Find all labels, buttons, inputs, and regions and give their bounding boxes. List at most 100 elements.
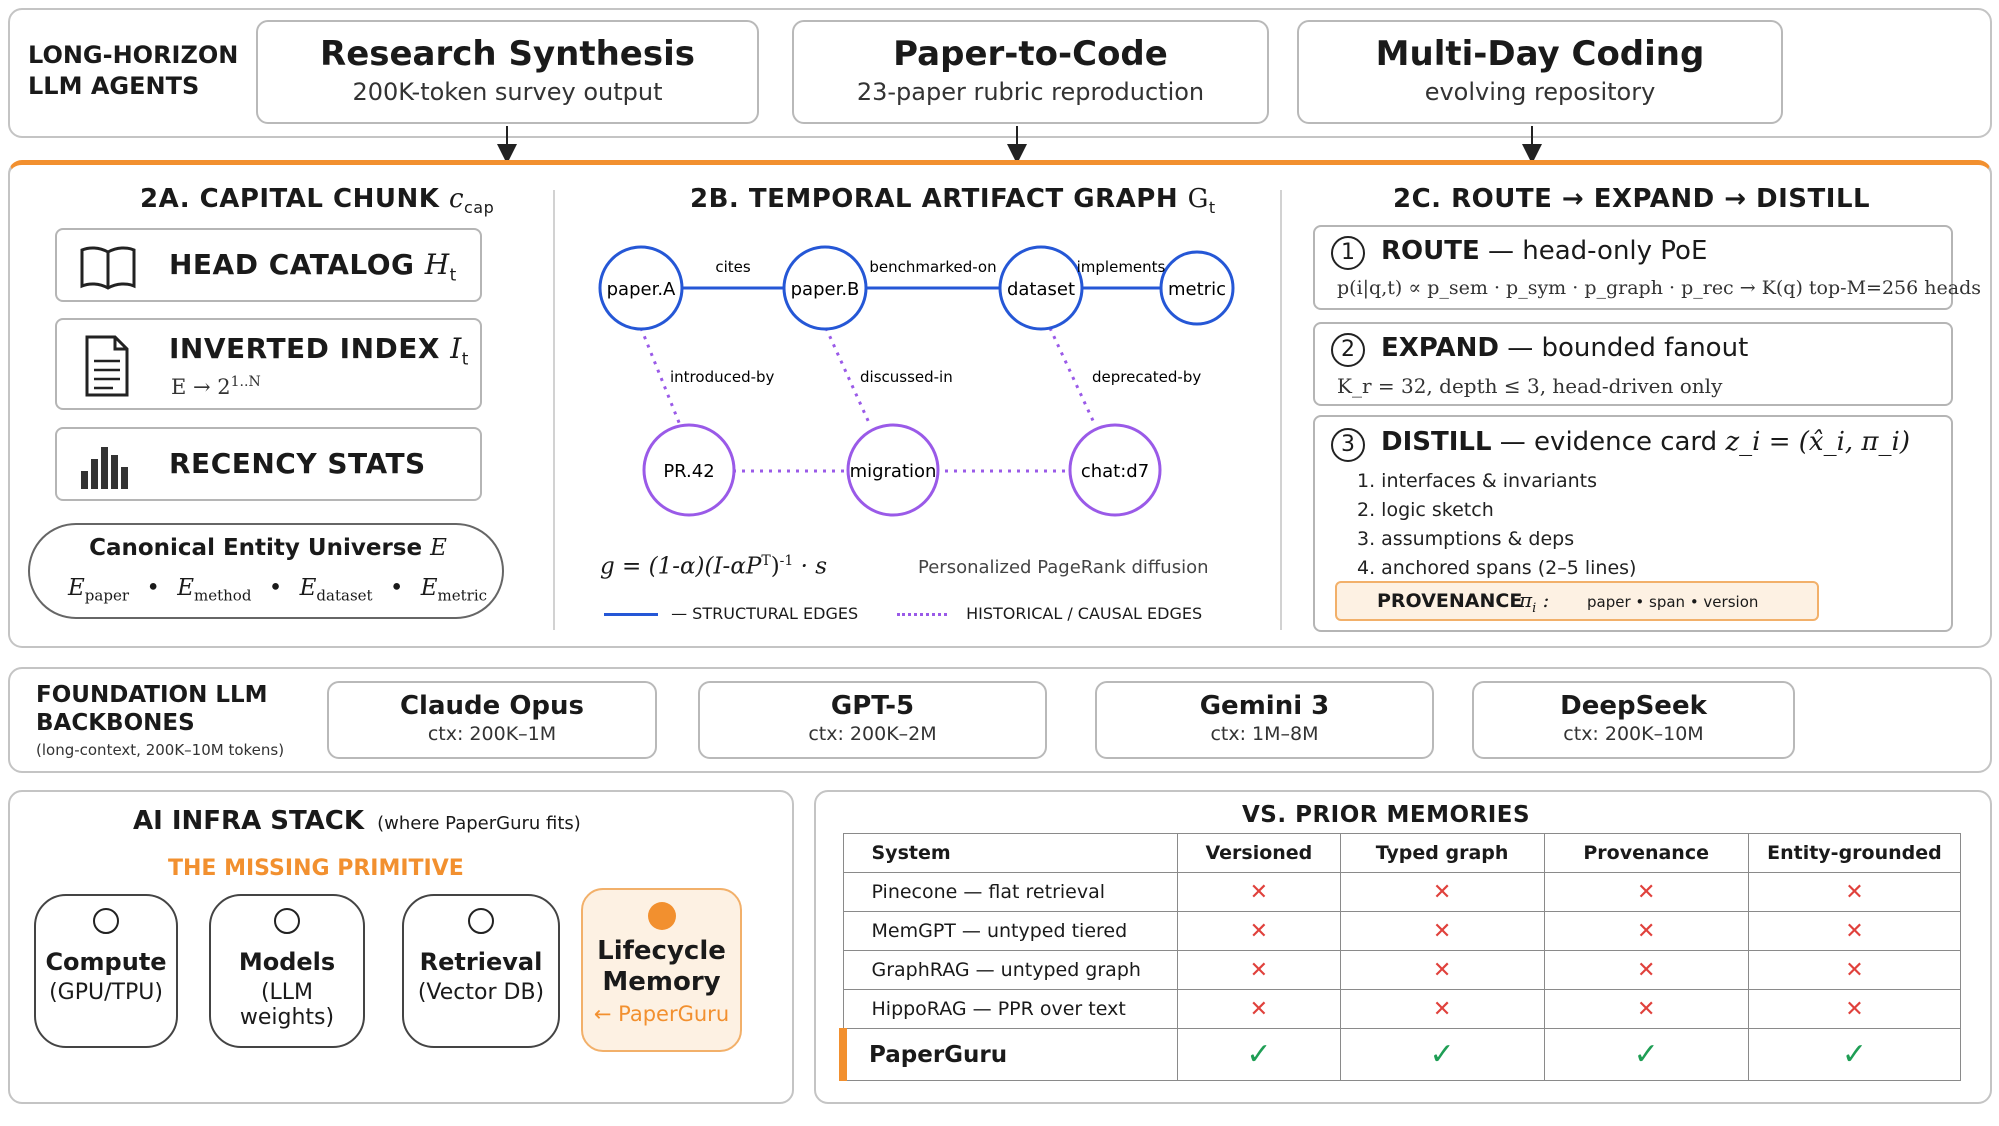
- stack-sub: (GPU/TPU): [49, 980, 163, 1005]
- column-header: System: [842, 833, 1179, 873]
- table-row: Pinecone — flat retrieval ✕ ✕ ✕ ✕: [842, 872, 1962, 912]
- ppr-formula: g = (1-α)(I-αPT)-1 · s: [600, 553, 828, 580]
- capital-title: 2A. CAPITAL CHUNK ccap: [140, 184, 495, 218]
- model-ctx: ctx: 200K–10M: [1563, 723, 1704, 745]
- cross-icon: ✕: [1543, 911, 1749, 951]
- task-multi-day-coding: Multi-Day Coding evolving repository: [1297, 20, 1783, 124]
- stack-name: Models: [238, 948, 336, 976]
- radio-circle-icon: [468, 908, 494, 934]
- stack-name: Compute: [45, 948, 167, 976]
- system-cell: PaperGuru: [839, 1028, 1179, 1081]
- universe-terms: Epaper • Emethod • Edataset • Emetric: [68, 575, 488, 605]
- node-pr42: [642, 423, 736, 517]
- bar-chart-icon: [81, 447, 128, 489]
- legend-structural: — STRUCTURAL EDGES: [604, 604, 858, 623]
- column-header: Entity-grounded: [1747, 833, 1962, 873]
- route-formula: p(i|q,t) ∝ p_sem · p_sym · p_graph · p_r…: [1337, 277, 1981, 299]
- list-item: 1. interfaces & invariants: [1357, 470, 1598, 492]
- document-icon: [85, 335, 129, 397]
- task-subtitle: 23-paper rubric reproduction: [856, 78, 1205, 106]
- column-header: Typed graph: [1339, 833, 1545, 873]
- artifact-graph: paper.A paper.B dataset metric PR.42 mig…: [598, 245, 1235, 517]
- list-item: 4. anchored spans (2–5 lines): [1357, 557, 1637, 579]
- node-chat: [1068, 423, 1162, 517]
- divider: [1280, 190, 1282, 630]
- ppr-caption: Personalized PageRank diffusion: [918, 557, 1209, 578]
- inverted-index-item: INVERTED INDEX It E → 21..N: [55, 318, 482, 410]
- divider: [553, 190, 555, 630]
- legend-historical: HISTORICAL / CAUSAL EDGES: [897, 604, 1202, 623]
- table-row: MemGPT — untyped tiered ✕ ✕ ✕ ✕: [842, 911, 1962, 951]
- edge-label: deprecated-by: [1092, 368, 1201, 386]
- expand-step: 2 EXPAND — bounded fanout K_r = 32, dept…: [1313, 322, 1953, 406]
- stack-sub: (LLM weights): [239, 980, 335, 1030]
- node-paper-a: [598, 245, 684, 331]
- check-icon: ✓: [1747, 1028, 1962, 1081]
- table-row: GraphRAG — untyped graph ✕ ✕ ✕ ✕: [842, 950, 1962, 990]
- stack-models: Models (LLM weights): [209, 894, 365, 1048]
- stack-name: Lifecycle Memory: [597, 936, 726, 997]
- structural-line-icon: [604, 613, 658, 616]
- expand-formula: K_r = 32, depth ≤ 3, head-driven only: [1337, 374, 1723, 398]
- edge-label: cites: [715, 258, 751, 276]
- cross-icon: ✕: [1747, 989, 1962, 1029]
- cross-icon: ✕: [1747, 950, 1962, 990]
- node-label: paper.B: [791, 279, 860, 300]
- check-icon: ✓: [1339, 1028, 1545, 1081]
- column-header: Versioned: [1177, 833, 1341, 873]
- graph-title: 2B. TEMPORAL ARTIFACT GRAPH Gt: [690, 184, 1216, 218]
- step-number-badge: 3: [1331, 428, 1365, 462]
- step-number-badge: 2: [1331, 333, 1365, 367]
- inverted-index-formula: E → 21..N: [171, 374, 261, 399]
- task-title: Research Synthesis: [320, 34, 695, 74]
- cross-icon: ✕: [1339, 872, 1545, 912]
- radio-circle-icon: [93, 908, 119, 934]
- distill-step: 3 DISTILL — evidence card z_i = (x̂_i, π…: [1313, 415, 1953, 632]
- task-subtitle: evolving repository: [1424, 78, 1656, 106]
- route-title: 2C. ROUTE → EXPAND → DISTILL: [1393, 184, 1871, 214]
- model-ctx: ctx: 200K–1M: [427, 723, 557, 745]
- model-gemini-3: Gemini 3 ctx: 1M–8M: [1095, 681, 1434, 759]
- edge-label: implements: [1077, 258, 1166, 276]
- stack-compute: Compute (GPU/TPU): [34, 894, 178, 1048]
- edge-label: discussed-in: [860, 368, 953, 386]
- distill-list: 1. interfaces & invariants 2. logic sket…: [1357, 467, 1636, 583]
- table-header-row: System Versioned Typed graph Provenance …: [842, 833, 1962, 873]
- system-cell: MemGPT — untyped tiered: [842, 911, 1179, 951]
- route-step: 1 ROUTE — head-only PoE p(i|q,t) ∝ p_sem…: [1313, 225, 1981, 310]
- edge-label: benchmarked-on: [869, 258, 996, 276]
- node-dataset: [998, 245, 1084, 331]
- cross-icon: ✕: [1177, 872, 1341, 912]
- stack-retrieval: Retrieval (Vector DB): [402, 894, 560, 1048]
- check-icon: ✓: [1177, 1028, 1341, 1081]
- cross-icon: ✕: [1339, 989, 1545, 1029]
- model-deepseek: DeepSeek ctx: 200K–10M: [1472, 681, 1795, 759]
- cross-icon: ✕: [1747, 872, 1962, 912]
- radio-circle-icon: [274, 908, 300, 934]
- edge-deprecated-by: [1048, 327, 1097, 426]
- task-research-synthesis: Research Synthesis 200K-token survey out…: [256, 20, 759, 124]
- cross-icon: ✕: [1543, 989, 1749, 1029]
- task-subtitle: 200K-token survey output: [352, 78, 663, 106]
- model-ctx: ctx: 200K–2M: [808, 723, 937, 745]
- node-label: paper.A: [607, 279, 676, 300]
- table-row: HippoRAG — PPR over text ✕ ✕ ✕ ✕: [842, 989, 1962, 1029]
- node-label: dataset: [1007, 279, 1075, 300]
- cross-icon: ✕: [1543, 950, 1749, 990]
- system-cell: Pinecone — flat retrieval: [842, 872, 1179, 912]
- task-arrows: [497, 126, 1542, 164]
- filled-circle-icon: [647, 902, 676, 930]
- check-icon: ✓: [1543, 1028, 1749, 1081]
- comparison-table: System Versioned Typed graph Provenance …: [839, 833, 1962, 1081]
- stack-name: Retrieval: [419, 948, 543, 976]
- list-item: 3. assumptions & deps: [1357, 528, 1575, 550]
- book-icon: [80, 246, 136, 290]
- cross-icon: ✕: [1747, 911, 1962, 951]
- node-migration: [846, 423, 940, 517]
- node-label: PR.42: [663, 461, 714, 482]
- node-metric: [1159, 250, 1235, 326]
- step-number-badge: 1: [1331, 236, 1365, 270]
- model-gpt5: GPT-5 ctx: 200K–2M: [698, 681, 1047, 759]
- task-title: Multi-Day Coding: [1375, 34, 1705, 74]
- cross-icon: ✕: [1177, 989, 1341, 1029]
